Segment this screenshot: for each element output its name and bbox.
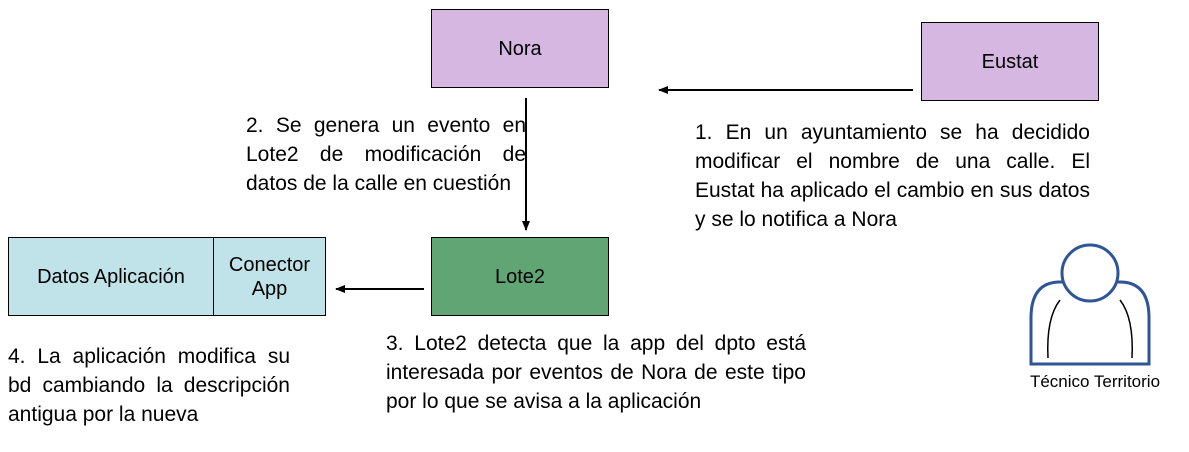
step1-note: 1. En un ayuntamiento se ha decidido mod… <box>695 121 1090 231</box>
lote2-node: Lote2 <box>431 237 609 316</box>
application-node: Datos Aplicación Conector App <box>8 237 326 316</box>
app-connector-section: Conector App <box>214 238 325 315</box>
user-icon <box>1029 243 1151 366</box>
actor-label: Técnico Territorio <box>1029 372 1161 391</box>
app-connector-label: Conector App <box>228 253 311 300</box>
nora-node: Nora <box>431 9 609 88</box>
eustat-label: Eustat <box>981 50 1039 73</box>
eustat-node: Eustat <box>921 22 1099 101</box>
nora-label: Nora <box>498 37 542 60</box>
step2-note: 2. Se genera un evento en Lote2 de modif… <box>246 114 526 195</box>
lote2-label: Lote2 <box>494 265 546 288</box>
app-data-label: Datos Aplicación <box>37 265 185 288</box>
step4-note: 4. La aplicación modifica su bd cambiand… <box>8 345 290 426</box>
step3-note: 3. Lote2 detecta que la app del dpto est… <box>386 332 806 413</box>
app-data-section: Datos Aplicación <box>9 238 214 315</box>
